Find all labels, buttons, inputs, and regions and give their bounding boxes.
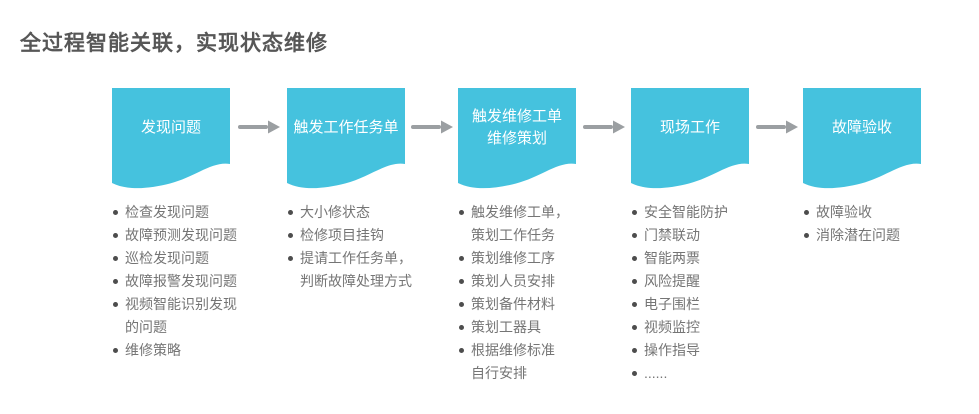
list-item: 门禁联动 bbox=[631, 224, 793, 247]
stage-flag-onsite-work: 现场工作 bbox=[631, 88, 749, 190]
arrow-right-icon bbox=[238, 120, 280, 134]
stage-flag-label: 触发维修工单 维修策划 bbox=[471, 108, 562, 147]
list-item: 维修策略 bbox=[112, 339, 274, 362]
list-item: 策划工器具 bbox=[458, 316, 620, 339]
stage-flag-trigger-work-task-order: 触发工作任务单 bbox=[287, 88, 405, 190]
list-item: 大小修状态 bbox=[287, 201, 449, 224]
list-item: 巡检发现问题 bbox=[112, 247, 274, 270]
flag-shape-icon bbox=[112, 88, 230, 189]
list-item: 智能两票 bbox=[631, 247, 793, 270]
list-item: 策划备件材料 bbox=[458, 293, 620, 316]
flag-shape-icon bbox=[287, 88, 405, 189]
stage-list-trigger-work-task-order: 大小修状态检修项目挂钩提请工作任务单， 判断故障处理方式 bbox=[287, 201, 449, 293]
list-item: 检查发现问题 bbox=[112, 201, 274, 224]
stage-flag-discover-problems: 发现问题 bbox=[112, 88, 230, 190]
list-item: ...... bbox=[631, 362, 793, 385]
arrow-right-icon bbox=[583, 120, 625, 134]
stage-list-discover-problems: 检查发现问题故障预测发现问题巡检发现问题故障报警发现问题视频智能识别发现 的问题… bbox=[112, 201, 274, 362]
stage-flag-fault-acceptance: 故障验收 bbox=[803, 88, 921, 190]
list-item: 根据维修标准 自行安排 bbox=[458, 339, 620, 385]
list-item: 电子围栏 bbox=[631, 293, 793, 316]
list-item: 触发维修工单， 策划工作任务 bbox=[458, 201, 620, 247]
stage-list-fault-acceptance: 故障验收消除潜在问题 bbox=[803, 201, 965, 247]
list-item: 故障报警发现问题 bbox=[112, 270, 274, 293]
flag-shape-icon bbox=[631, 88, 749, 189]
stage-flag-label: 发现问题 bbox=[140, 119, 201, 136]
list-item: 消除潜在问题 bbox=[803, 224, 965, 247]
list-item: 风险提醒 bbox=[631, 270, 793, 293]
stage-list-trigger-maintenance-order: 触发维修工单， 策划工作任务策划维修工序策划人员安排策划备件材料策划工器具根据维… bbox=[458, 201, 620, 385]
stage-flag-label: 触发工作任务单 bbox=[293, 119, 399, 136]
list-item: 检修项目挂钩 bbox=[287, 224, 449, 247]
list-item: 故障预测发现问题 bbox=[112, 224, 274, 247]
stage-flag-label: 故障验收 bbox=[831, 119, 892, 136]
list-item: 安全智能防护 bbox=[631, 201, 793, 224]
list-item: 策划人员安排 bbox=[458, 270, 620, 293]
arrow-right-icon bbox=[756, 120, 798, 134]
flag-shape-icon bbox=[803, 88, 921, 189]
list-item: 操作指导 bbox=[631, 339, 793, 362]
arrow-right-icon bbox=[411, 120, 453, 134]
list-item: 提请工作任务单， 判断故障处理方式 bbox=[287, 247, 449, 293]
stage-flag-trigger-maintenance-order: 触发维修工单 维修策划 bbox=[458, 88, 576, 190]
list-item: 故障验收 bbox=[803, 201, 965, 224]
list-item: 策划维修工序 bbox=[458, 247, 620, 270]
flag-shape-icon bbox=[458, 88, 576, 189]
stage-flag-label: 现场工作 bbox=[659, 119, 720, 136]
page-title: 全过程智能关联，实现状态维修 bbox=[20, 32, 328, 55]
list-item: 视频智能识别发现 的问题 bbox=[112, 293, 274, 339]
list-item: 视频监控 bbox=[631, 316, 793, 339]
stage-list-onsite-work: 安全智能防护门禁联动智能两票风险提醒电子围栏视频监控操作指导...... bbox=[631, 201, 793, 385]
